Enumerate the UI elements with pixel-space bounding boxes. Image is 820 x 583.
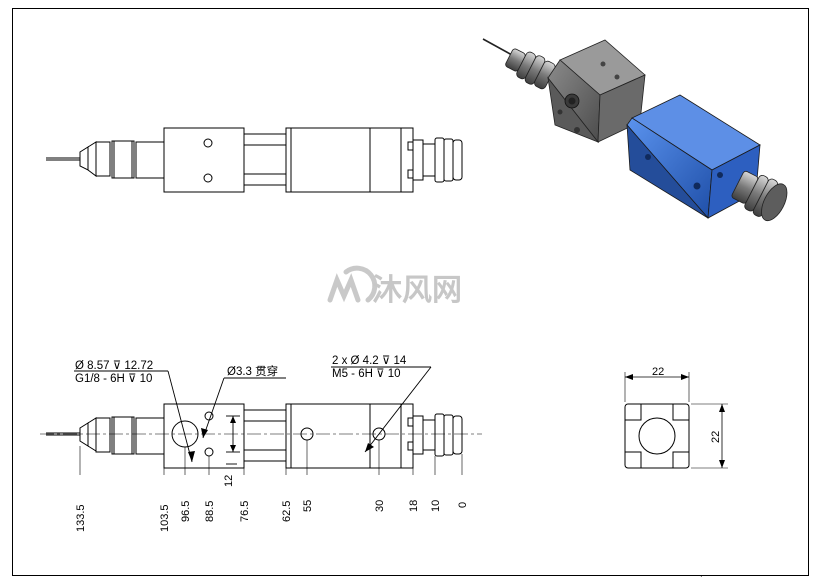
sheet-border (12, 8, 809, 576)
dim-96-5: 96.5 (180, 501, 192, 522)
mf-logo (327, 265, 378, 303)
dim-88-5: 88.5 (204, 501, 216, 522)
dim-62-5: 62.5 (281, 501, 293, 522)
dim-30: 30 (374, 500, 386, 512)
dim-18: 18 (408, 500, 420, 512)
bottom-view (40, 403, 482, 469)
watermark: 沐风网 (327, 265, 462, 308)
dim-55: 55 (302, 500, 314, 512)
dim-end-width: 22 (652, 366, 664, 378)
watermark-text: 沐风网 (372, 273, 462, 308)
dim-0: 0 (457, 502, 469, 508)
note-left-line2: G1/8 - 6H ⊽ 10 (75, 373, 152, 385)
dim-end-height: 22 (710, 431, 722, 443)
extension-lines (79, 440, 463, 475)
dim-10: 10 (430, 500, 442, 512)
note-left-line1: Ø 8.57 ⊽ 12.72 (75, 360, 153, 372)
note-right-line2: M5 - 6H ⊽ 10 (332, 368, 401, 380)
leader-lines (74, 366, 432, 465)
dim-76-5: 76.5 (239, 501, 251, 522)
dim-103-5: 103.5 (159, 504, 171, 532)
note-mid: Ø3.3 贯穿 (227, 364, 278, 378)
dim-133-5: 133.5 (75, 504, 87, 532)
leader-arrows (188, 416, 374, 462)
top-view (46, 127, 463, 193)
end-view (624, 372, 728, 469)
corner-mark: ˊ (700, 575, 703, 583)
iso-view (482, 38, 788, 222)
end-view-arrows (625, 374, 725, 468)
dim-12: 12 (223, 475, 235, 487)
note-right-line1: 2 x Ø 4.2 ⊽ 14 (332, 355, 407, 367)
